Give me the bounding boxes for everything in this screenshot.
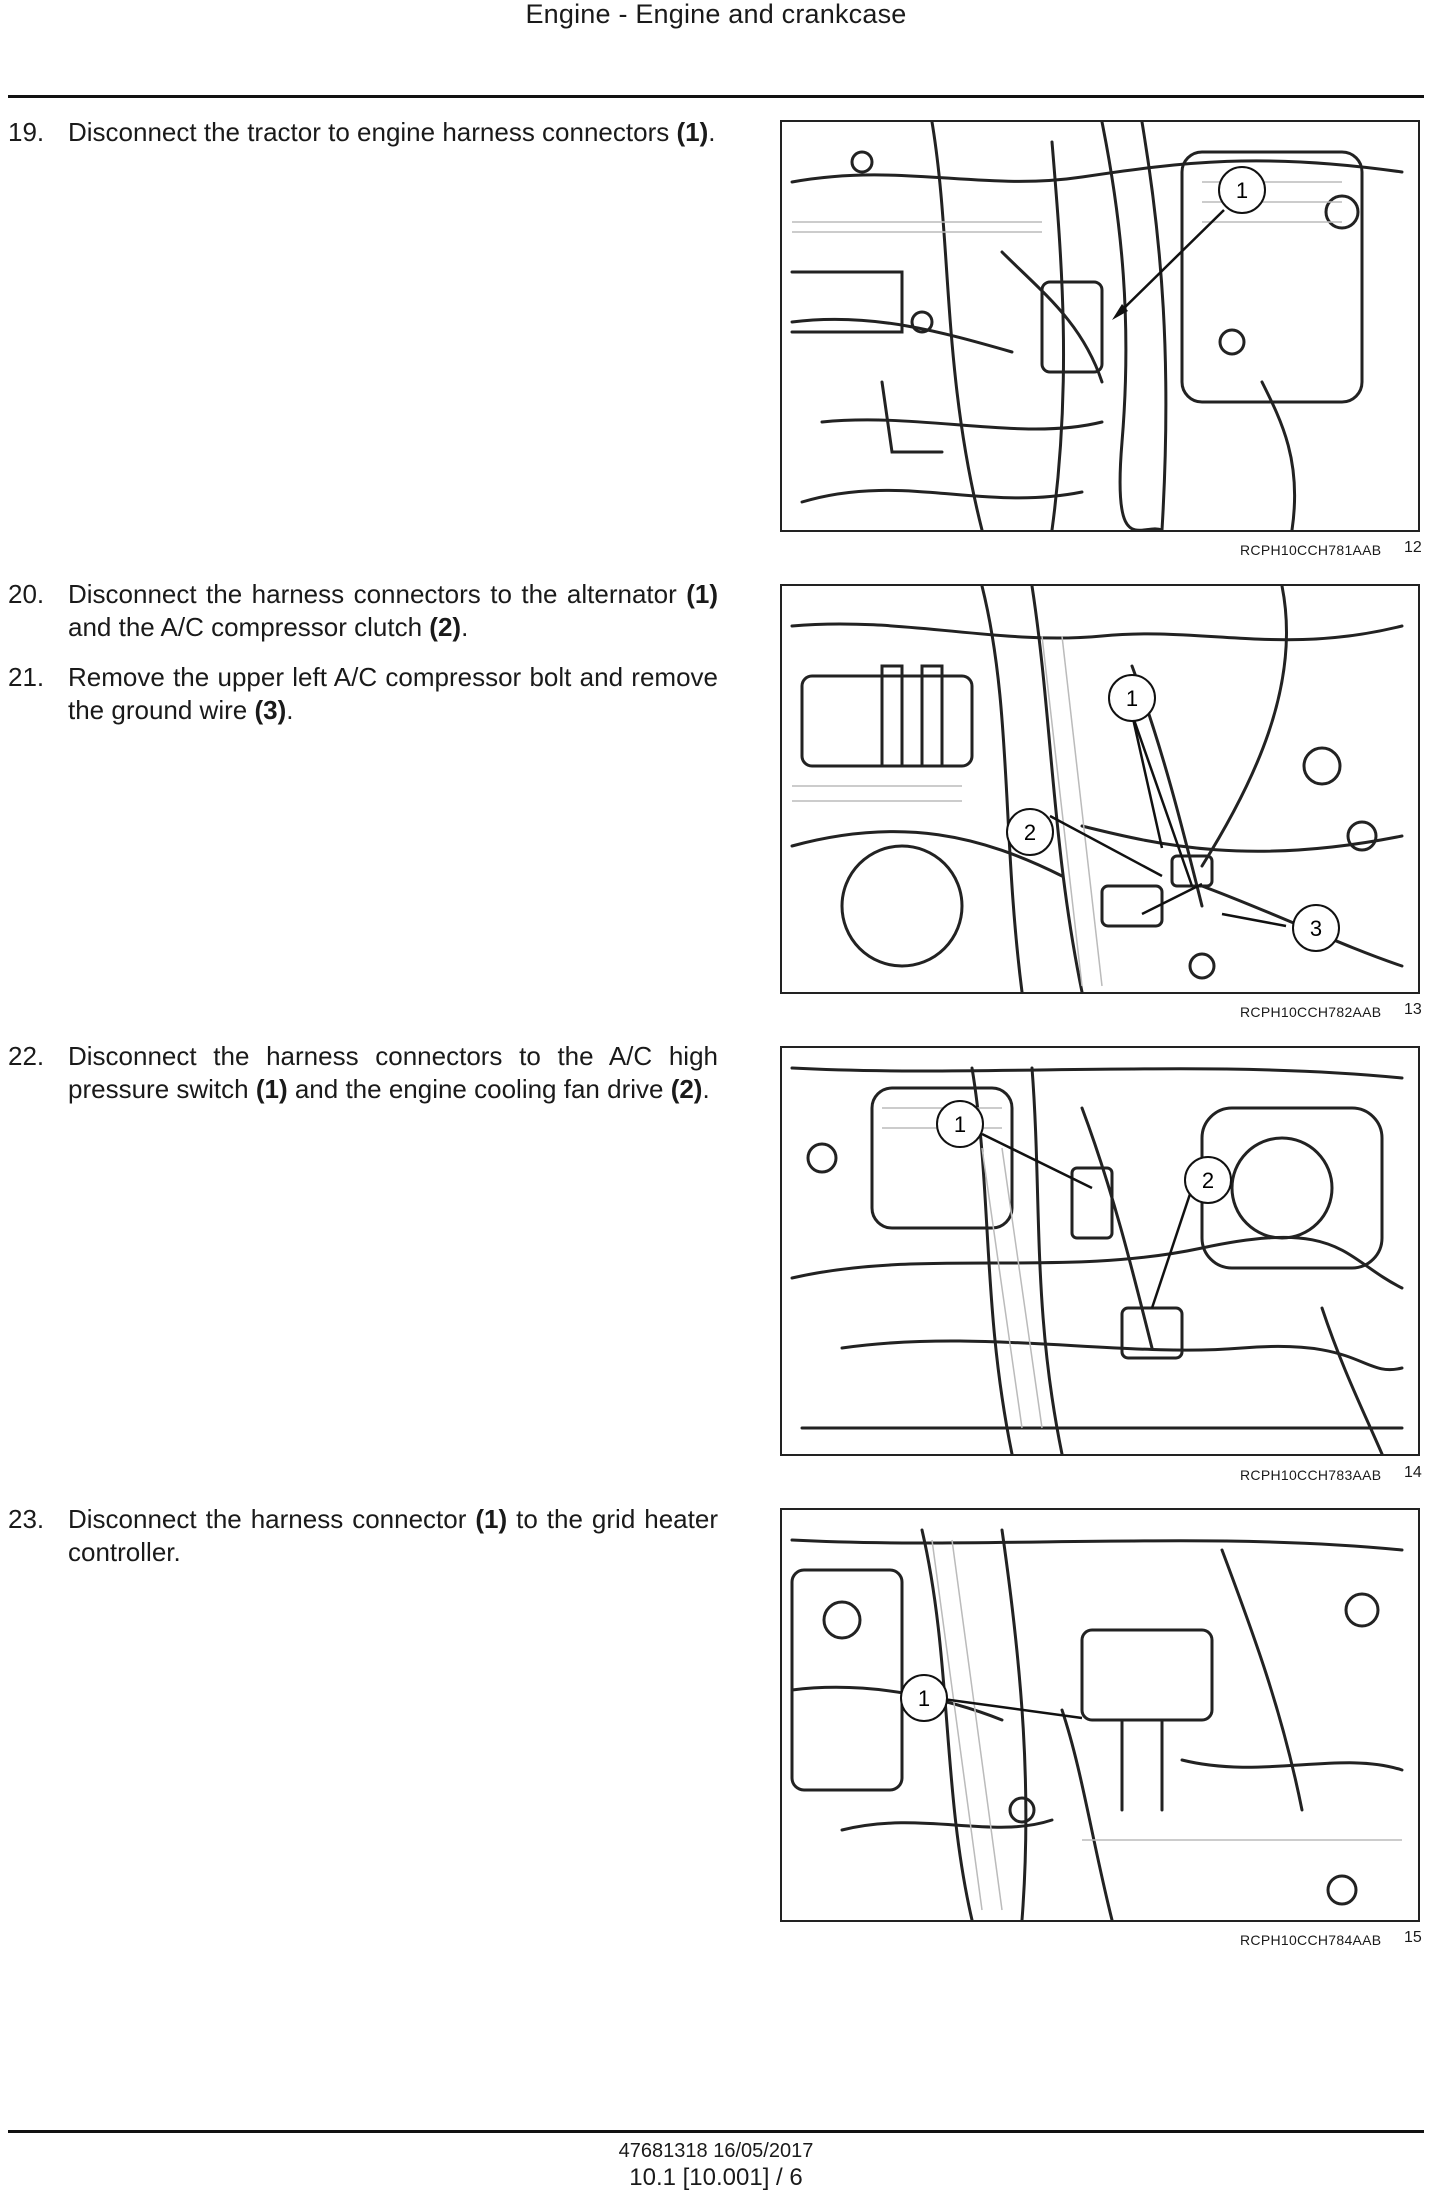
figure-grid-heater-controller-connector: 1 <box>780 1508 1420 1922</box>
header-rule <box>8 95 1424 98</box>
step-number: 20. <box>8 579 45 609</box>
step-number: 19. <box>8 117 45 147</box>
callout-label: 3 <box>1310 916 1322 941</box>
page-header-title: Engine - Engine and crankcase <box>525 0 907 29</box>
step-number: 23. <box>8 1504 45 1534</box>
step-text: Remove the upper left A/C compressor bol… <box>68 662 718 725</box>
figure-reference-code: RCPH10CCH784AAB <box>1240 1932 1382 1948</box>
instruction-step: 20. Disconnect the harness connectors to… <box>8 578 718 644</box>
footer-rule <box>8 2130 1424 2133</box>
figure-reference-code: RCPH10CCH782AAB <box>1240 1004 1382 1020</box>
figure-reference-code: RCPH10CCH781AAB <box>1240 542 1382 558</box>
footer-document-info: 47681318 16/05/2017 <box>618 2140 814 2162</box>
figure-pressure-switch-fan-drive-connectors: 1 2 <box>780 1046 1420 1456</box>
line-drawing-illustration: 1 2 <box>790 1066 1404 1454</box>
callout-label: 2 <box>1024 820 1036 845</box>
callout-label: 1 <box>1126 686 1138 711</box>
callout-label: 1 <box>1236 178 1248 203</box>
step-number: 21. <box>8 662 45 692</box>
callout-label: 1 <box>954 1112 966 1137</box>
callout-label: 1 <box>918 1686 930 1711</box>
line-drawing-illustration: 1 2 3 <box>790 586 1404 992</box>
figure-number: 13 <box>1404 1001 1422 1018</box>
instruction-step: 19. Disconnect the tractor to engine har… <box>8 116 718 149</box>
step-text: Disconnect the harness connector (1) to … <box>68 1504 718 1567</box>
line-drawing-illustration: 1 <box>790 122 1404 530</box>
step-text: Disconnect the harness connectors to the… <box>68 1041 718 1104</box>
instruction-step: 23. Disconnect the harness connector (1)… <box>8 1503 718 1569</box>
instruction-step: 21. Remove the upper left A/C compressor… <box>8 661 718 727</box>
figure-reference-code: RCPH10CCH783AAB <box>1240 1467 1382 1483</box>
figure-alternator-compressor-connectors: 1 2 3 <box>780 584 1420 994</box>
step-text: Disconnect the tractor to engine harness… <box>68 117 716 147</box>
figure-number: 12 <box>1404 539 1422 556</box>
step-number: 22. <box>8 1041 45 1071</box>
instruction-step: 22. Disconnect the harness connectors to… <box>8 1040 718 1106</box>
figure-number: 15 <box>1404 1929 1422 1946</box>
callout-label: 2 <box>1202 1168 1214 1193</box>
figure-number: 14 <box>1404 1464 1422 1481</box>
step-text: Disconnect the harness connectors to the… <box>68 579 718 642</box>
line-drawing-illustration: 1 <box>790 1528 1404 1920</box>
footer-page-number: 10.1 [10.001] / 6 <box>629 2164 803 2191</box>
figure-engine-harness-connectors: 1 <box>780 120 1420 532</box>
